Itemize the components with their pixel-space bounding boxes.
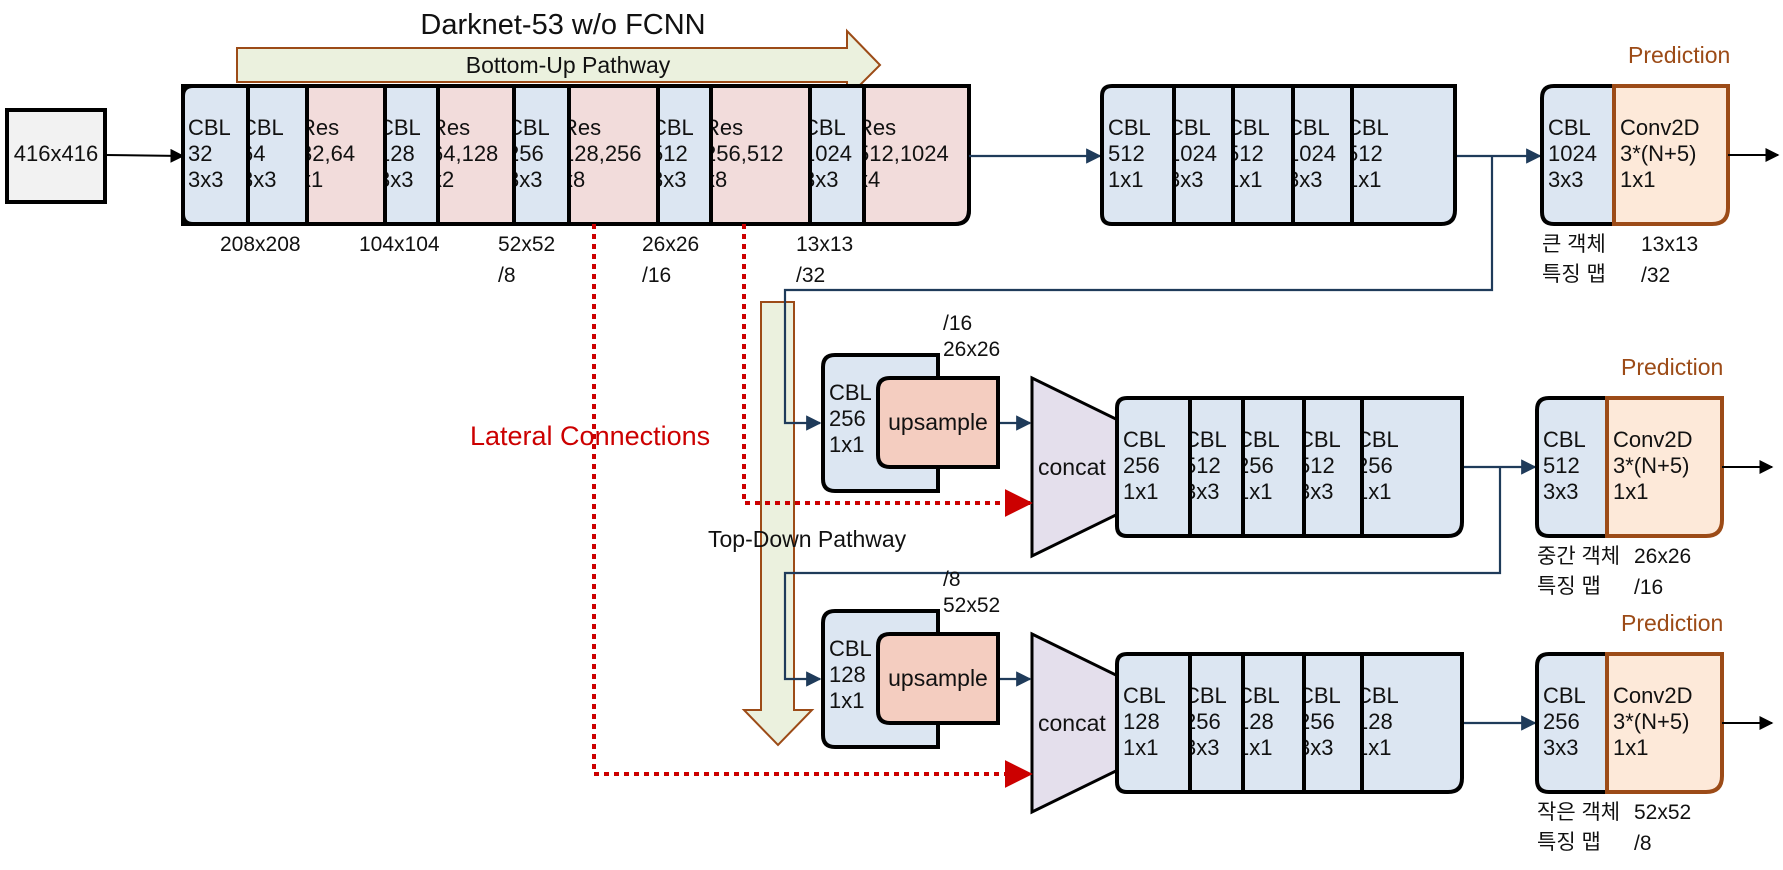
block-shape	[1338, 84, 1457, 226]
top-down-pathway-label: Top-Down Pathway	[708, 526, 907, 552]
prediction-cbl-shape	[1535, 652, 1623, 794]
upsample-label: upsample	[888, 665, 988, 691]
backbone-dim-label: 52x52/8	[498, 233, 555, 287]
backbone-dim-label: 26x26/16	[642, 233, 699, 287]
prediction-cbl-shape	[1535, 396, 1623, 538]
concat-label: concat	[1038, 710, 1106, 736]
backbone-dim-label: 208x208	[220, 233, 301, 256]
backbone-frame	[181, 84, 971, 226]
connection-lines	[783, 148, 1542, 731]
backbone-dim-label: 13x13/32	[796, 233, 853, 287]
prediction-cbl-shape	[1540, 84, 1630, 226]
prediction-label: Prediction	[1621, 354, 1723, 380]
lateral-connections-label: Lateral Connections	[470, 421, 710, 451]
bottom-up-pathway-arrow	[236, 28, 882, 101]
diagram-title: Darknet-53 w/o FCNN	[420, 9, 705, 41]
conv2d-shape	[1605, 396, 1724, 538]
backbone-dim-label: 104x104	[359, 233, 440, 256]
conv2d-shape	[1605, 652, 1724, 794]
prediction-label: Prediction	[1628, 42, 1730, 68]
backbone-feature-dims: 208x208 104x104 52x52/8 26x26/16 13x13/32	[220, 233, 853, 287]
bottom-up-pathway-label: Bottom-Up Pathway	[466, 52, 671, 78]
input-size-label: 416x416	[14, 141, 98, 166]
input-image-box	[5, 108, 107, 204]
block-shape	[1348, 396, 1464, 538]
conv2d-shape	[1612, 84, 1730, 226]
upsample-shape	[876, 376, 1000, 469]
block-shape	[1348, 652, 1464, 794]
input-arrow	[104, 148, 185, 163]
feature-map-dims: 26x26/16	[1634, 545, 1691, 599]
concat-label: concat	[1038, 454, 1106, 480]
block-shape	[1115, 396, 1192, 538]
block-shape	[1100, 84, 1176, 226]
upsample-shape	[876, 632, 1000, 725]
feature-map-dims: 52x52/8	[1634, 801, 1691, 855]
upsample-label: upsample	[888, 409, 988, 435]
lateral-connections	[592, 224, 1033, 788]
feature-map-dims: 13x13/32	[1641, 233, 1698, 287]
top-down-pathway-arrow	[741, 301, 815, 747]
prediction-label: Prediction	[1621, 610, 1723, 636]
block-shape	[1115, 652, 1192, 794]
